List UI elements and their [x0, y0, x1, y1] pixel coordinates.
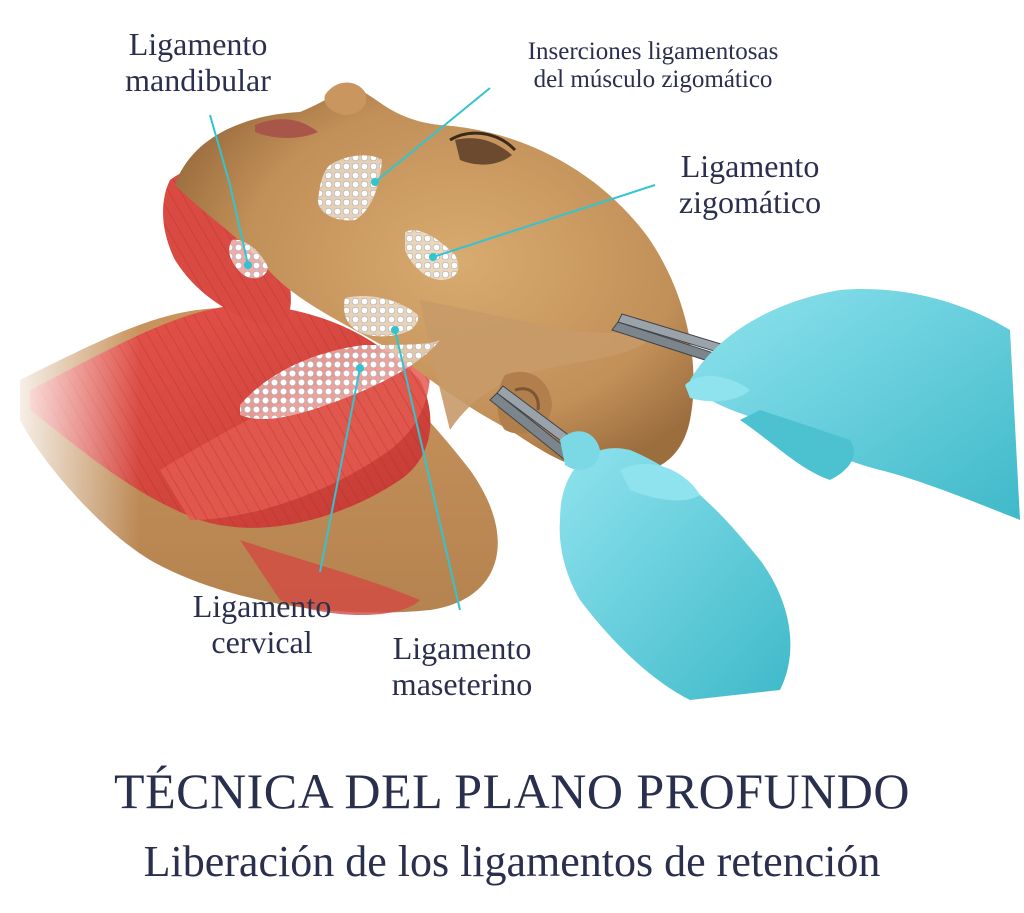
label-masseteric-line1: Ligamento	[392, 630, 532, 666]
label-zygomatic-muscle: Inserciones ligamentosas del músculo zig…	[493, 38, 813, 95]
label-cervical: Ligamento cervical	[162, 588, 362, 660]
label-masseteric-line2: maseterino	[391, 666, 533, 703]
label-mandibular: Ligamento mandibular	[98, 26, 298, 98]
zygomatic-muscle-ligament	[318, 155, 382, 221]
label-mandibular-line2: mandibular	[125, 62, 271, 99]
label-cervical-line1: Ligamento	[192, 588, 332, 624]
leader-lines	[209, 87, 656, 611]
label-zygomatic-line2: zigomático	[678, 184, 822, 221]
edge-fade	[0, 280, 140, 700]
gloved-hand-icon	[559, 289, 1020, 700]
page-subtitle: Liberación de los ligamentos de retenció…	[143, 837, 881, 886]
mandibular-ligament	[229, 239, 268, 279]
head-illustration	[175, 82, 694, 474]
ligament-patches	[229, 155, 459, 420]
label-zygomatic: Ligamento zigomático	[650, 148, 850, 220]
label-zygomatic-line1: Ligamento	[680, 148, 820, 184]
label-zygomatic-muscle-line2: del músculo zigomático	[533, 66, 773, 94]
label-mandibular-line1: Ligamento	[128, 26, 268, 62]
label-masseteric: Ligamento maseterino	[362, 630, 562, 702]
cervical-ligament	[240, 340, 440, 420]
label-zygomatic-muscle-line1: Inserciones ligamentosas	[527, 38, 779, 65]
label-cervical-line2: cervical	[211, 624, 313, 661]
page-title: TÉCNICA DEL PLANO PROFUNDO	[114, 763, 910, 819]
masseteric-ligament	[344, 295, 419, 337]
